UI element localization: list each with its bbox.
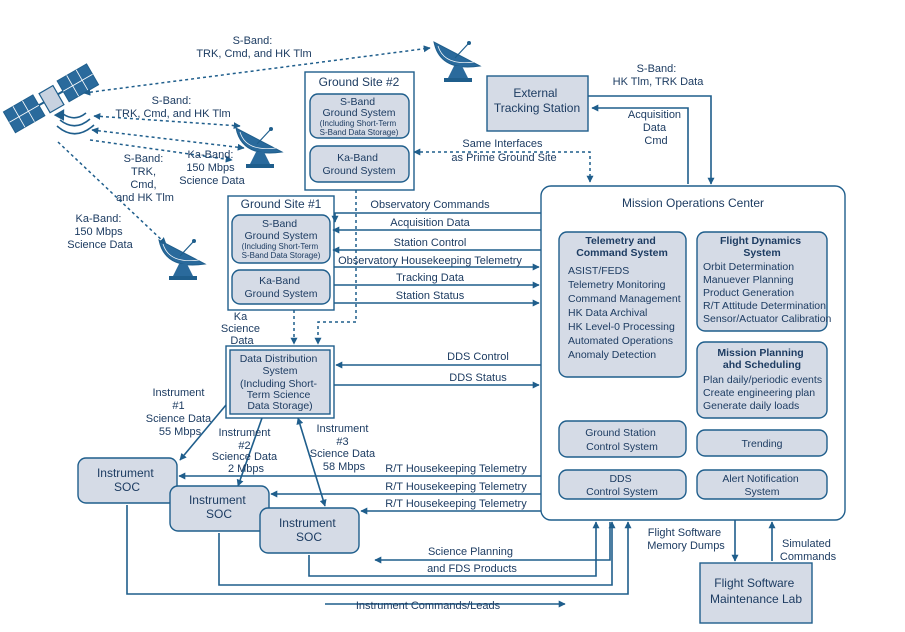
instrument-commands-label: Instrument Commands/Leads <box>356 600 501 612</box>
signal-waves-icon <box>56 112 95 135</box>
antenna-dish-icon <box>235 127 284 168</box>
rt-hk-2-label: R/T Housekeeping Telemetry <box>385 481 527 493</box>
rt-hk-3-label: R/T Housekeeping Telemetry <box>385 498 527 510</box>
instrument-soc-2: Instrument SOC <box>169 485 270 532</box>
acq-data-cmd-label: Acquisition Data Cmd <box>628 109 684 147</box>
sband-external-label: S-Band: TRK, Cmd, and HK Tlm <box>196 35 311 60</box>
acquisition-data-label: Acquisition Data <box>390 217 470 229</box>
kaband-gs1-label: Ka-Band: 150 Mbps Science Data <box>67 213 133 251</box>
inst2-science-arrow <box>236 417 263 487</box>
mission-operations-center: Mission Operations Center Telemetry and … <box>540 185 846 521</box>
svg-text:Flight Software Maintena: Flight Software Maintenance Lab <box>710 576 802 606</box>
dds-status-label: DDS Status <box>449 372 507 384</box>
svg-text:Ka-Band Ground System: Ka-Band Ground System <box>245 275 318 300</box>
ka-science-data-label: Ka Science Data <box>221 311 263 347</box>
svg-text:Ground Station Control S: Ground Station Control System <box>585 427 659 453</box>
science-planning-arrow <box>374 522 611 564</box>
same-interfaces-link <box>413 148 594 183</box>
svg-text:S-Band Ground System: S-Band Ground System <box>245 218 318 242</box>
flight-software-maintenance-lab: Flight Software Maintenance Lab <box>699 562 813 624</box>
svg-text:DDS Control System: DDS Control System <box>586 473 658 498</box>
svg-text:Orbit Determination Manu: Orbit Determination Manuever Planning Pr… <box>703 261 832 325</box>
svg-text:Data Distribution System: Data Distribution System <box>240 353 321 377</box>
inst1-science-arrow <box>179 404 227 461</box>
svg-text:Alert Notification Syste: Alert Notification System <box>722 473 801 498</box>
sband-gs2-label: S-Band: TRK, Cmd, and HK Tlm <box>115 95 230 120</box>
kaband-gs2-label: Ka-Band: 150 Mbps Science Data <box>179 149 245 187</box>
svg-text:(Including Short-Term S-: (Including Short-Term S-Band Data Storag… <box>242 242 321 260</box>
svg-text:Instrument SOC: Instrument SOC <box>279 516 339 544</box>
observatory-hk-label: Observatory Housekeeping Telemetry <box>338 255 522 267</box>
soc2-commands-arrow <box>218 521 616 586</box>
svg-text:External Tracking Statio: External Tracking Station <box>494 86 580 115</box>
external-tracking-station-box: External Tracking Station <box>486 75 589 132</box>
svg-text:Mission Planning ahd Sch: Mission Planning ahd Scheduling <box>717 347 806 371</box>
satellite-icon <box>2 63 100 134</box>
svg-text:Instrument SOC: Instrument SOC <box>97 466 157 494</box>
instrument-soc-1: Instrument SOC <box>77 457 178 504</box>
station-status-label: Station Status <box>396 290 465 302</box>
inst1-science-label: Instrument #1 Science Data 55 Mbps <box>146 387 215 438</box>
svg-text:(Including Short-Term S-: (Including Short-Term S-Band Data Storag… <box>320 119 399 137</box>
observatory-commands-arrow <box>331 212 541 223</box>
svg-text:Ground Site #2: Ground Site #2 <box>319 75 400 89</box>
inst2-science-label: Instrument #2 Science Data 2 Mbps <box>212 427 281 475</box>
flight-sw-dumps-label: Flight Software Memory Dumps <box>647 527 725 552</box>
antenna-dish-icon <box>433 41 482 82</box>
sband-ext-label: S-Band: HK Tlm, TRK Data <box>613 63 705 88</box>
ext-to-moc-hk-trk <box>588 95 715 185</box>
moc-to-ext-acq <box>591 104 689 184</box>
svg-text:Mission Operations Center: Mission Operations Center <box>622 196 764 210</box>
data-distribution-system: Data Distribution System (Including Shor… <box>225 345 335 419</box>
svg-text:Flight Dynamics System: Flight Dynamics System <box>720 235 804 259</box>
observatory-commands-label: Observatory Commands <box>370 199 490 211</box>
ka-science-gs2-to-dds <box>314 190 357 345</box>
ground-site-1: Ground Site #1 S-Band Ground System (Inc… <box>227 195 335 311</box>
svg-text:Ka-Band Ground System: Ka-Band Ground System <box>323 152 396 177</box>
soc1-commands-arrow <box>126 505 632 595</box>
soc3-commands-arrow <box>308 521 600 577</box>
tracking-data-label: Tracking Data <box>396 272 465 284</box>
instrument-soc-3: Instrument SOC <box>259 507 360 554</box>
svg-text:Instrument SOC: Instrument SOC <box>189 493 249 521</box>
sband-link-external <box>83 45 431 96</box>
same-interfaces-label: Same Interfaces as Prime Ground Site <box>451 138 556 164</box>
inst3-science-arrow <box>296 417 327 507</box>
sband-link-gs2 <box>93 112 241 130</box>
sband-gs1-label: S-Band: TRK, Cmd, and HK Tlm <box>116 153 174 204</box>
sband-link-gs1 <box>91 127 245 151</box>
svg-text:Ground Site #1: Ground Site #1 <box>241 197 322 211</box>
svg-text:Plan daily/periodic events: Plan daily/periodic events Create engine… <box>703 374 825 412</box>
svg-text:(Including Short- Term S: (Including Short- Term Science Data Stor… <box>240 378 320 412</box>
simulated-commands-label: Simulated Commands <box>780 538 837 563</box>
ground-site-2: Ground Site #2 S-Band Ground System (Inc… <box>304 71 415 191</box>
rt-hk-1-label: R/T Housekeeping Telemetry <box>385 463 527 475</box>
inst3-science-label: Instrument #3 Science Data 58 Mbps <box>310 423 379 473</box>
dds-control-label: DDS Control <box>447 351 509 363</box>
svg-text:Telemetry and Command Sy: Telemetry and Command System <box>576 235 668 259</box>
antenna-dish-icon <box>158 239 207 280</box>
svg-text:S-Band Ground System: S-Band Ground System <box>323 96 396 119</box>
svg-text:Trending: Trending <box>741 438 782 450</box>
science-planning-label: Science Planning and FDS Products <box>427 546 517 575</box>
svg-text:ASIST/FEDS Telemetry Mon: ASIST/FEDS Telemetry Monitoring Command … <box>568 265 684 361</box>
kaband-link-gs1 <box>57 141 167 245</box>
station-control-label: Station Control <box>394 237 467 249</box>
